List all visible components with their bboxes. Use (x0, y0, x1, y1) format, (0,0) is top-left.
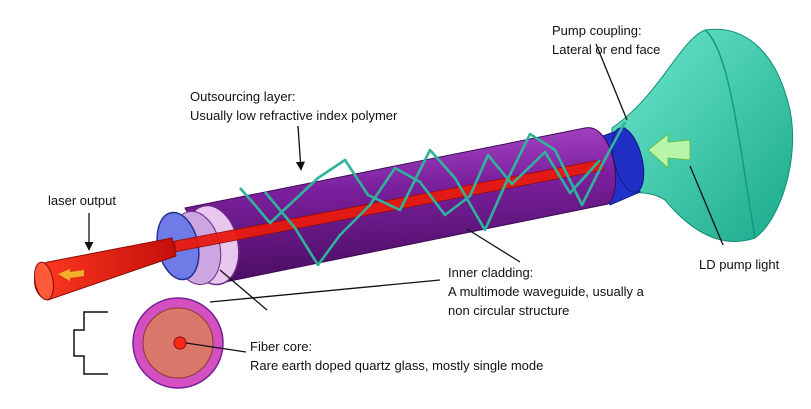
inner-cladding-desc-1: A multimode waveguide, usually a (448, 284, 644, 299)
inner-cladding-label: Inner cladding: A multimode waveguide, u… (448, 263, 644, 320)
output-arrow-icon (58, 269, 84, 281)
outsourcing-layer-label: Outsourcing layer: Usually low refractiv… (190, 87, 397, 125)
pump-light-zigzag (239, 121, 627, 232)
fiber-core-label: Fiber core: Rare earth doped quartz glas… (250, 337, 543, 375)
laser-output-label: laser output (48, 193, 116, 208)
cross-section-pointer (209, 279, 441, 303)
inner-cladding-leader (466, 228, 521, 263)
cross-section-bracket (73, 311, 108, 375)
fiber-core-leader-2 (185, 342, 247, 353)
fiber-core-desc: Rare earth doped quartz glass, mostly si… (250, 358, 544, 373)
pump-arrow-icon (647, 132, 691, 170)
pump-light-zigzag-2 (264, 150, 601, 267)
outsourcing-layer-title: Outsourcing layer: (190, 89, 296, 104)
fiber-core-title: Fiber core: (250, 339, 313, 354)
pump-coupling-title: Pump coupling: (552, 23, 642, 38)
ld-pump-cone (611, 28, 794, 243)
pump-coupling-label: Pump coupling: Lateral or end face (552, 21, 660, 59)
ld-pump-light-label: LD pump light (699, 257, 780, 272)
inner-cladding-desc-2: non circular structure (448, 303, 570, 318)
inner-cladding-title: Inner cladding: (448, 265, 534, 280)
ld-pump-light-leader (689, 165, 724, 246)
pump-coupling-leader (595, 43, 628, 121)
leader-lines (84, 43, 724, 353)
outsourcing-layer-leader (295, 125, 305, 171)
laser-output-beam (34, 237, 177, 301)
fiber-cross-section (73, 297, 224, 389)
pump-coupling-desc: Lateral or end face (552, 42, 661, 57)
outsourcing-layer-desc: Usually low refractive index polymer (190, 108, 398, 123)
cross-section-core (173, 336, 187, 350)
fiber-core-leader-1 (219, 269, 268, 311)
